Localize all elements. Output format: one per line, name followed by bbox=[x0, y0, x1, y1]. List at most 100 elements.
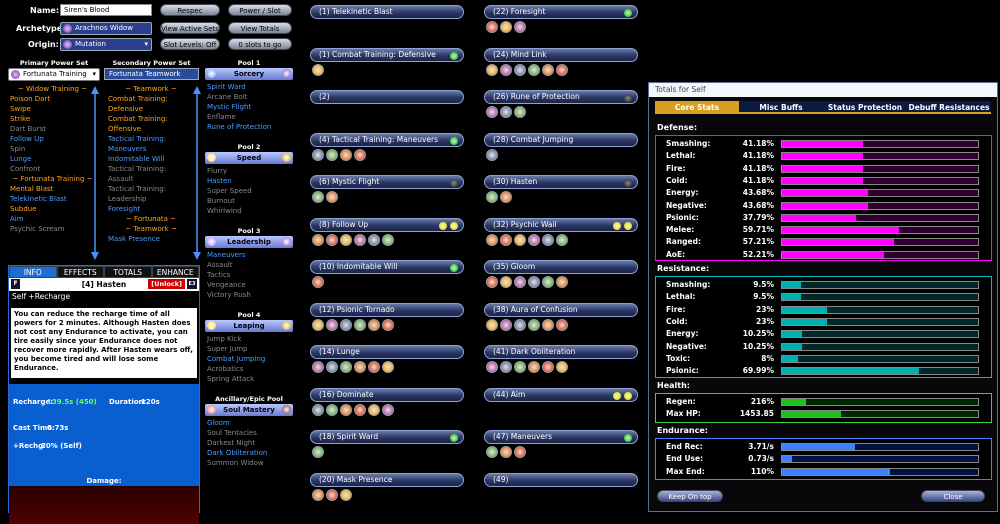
power-bar[interactable]: (24) Mind Link bbox=[484, 47, 638, 62]
slots-to-go-button[interactable]: 0 slots to go bbox=[228, 38, 292, 50]
power-slot-entry[interactable]: (12) Psionic Tornado bbox=[306, 302, 466, 333]
enhancement-icon[interactable] bbox=[556, 318, 568, 331]
enhancement-icon[interactable] bbox=[486, 276, 498, 288]
power-slot-entry[interactable]: (47) Maneuvers bbox=[480, 430, 640, 460]
primary-item[interactable]: Mental Blast bbox=[10, 185, 54, 193]
pool-power-item[interactable]: Arcane Bolt bbox=[207, 93, 248, 101]
toggle-dot-icon[interactable] bbox=[439, 221, 447, 230]
enhancement-icon[interactable] bbox=[312, 361, 324, 373]
power-bar[interactable]: (18) Spirit Ward bbox=[310, 430, 464, 444]
enhancement-icon[interactable] bbox=[542, 63, 554, 76]
pool-selector[interactable]: Sorcery bbox=[205, 68, 293, 80]
power-slot-entry[interactable]: (2) bbox=[306, 90, 466, 120]
toggle-dot-icon[interactable] bbox=[624, 434, 632, 442]
power-bar[interactable]: (1) Combat Training: Defensive bbox=[310, 47, 464, 62]
power-bar[interactable]: (35) Gloom bbox=[484, 260, 638, 274]
toggle-dot-icon[interactable] bbox=[450, 136, 458, 145]
enhancement-icon[interactable] bbox=[312, 446, 324, 458]
origin-dropdown[interactable]: Mutation▾ bbox=[60, 38, 152, 51]
power-bar[interactable]: (1) Telekinetic Blast bbox=[310, 5, 464, 19]
toggle-dot-icon[interactable] bbox=[624, 94, 632, 102]
archetype-dropdown[interactable]: Arachnos Widow bbox=[60, 22, 152, 35]
power-slot-entry[interactable]: (4) Tactical Training: Maneuvers bbox=[306, 132, 466, 163]
enhancement-icon[interactable] bbox=[340, 148, 352, 161]
enhancement-icon[interactable] bbox=[556, 276, 568, 288]
enhancement-icon[interactable] bbox=[486, 106, 498, 118]
totals-tab[interactable]: Debuff Resistances bbox=[908, 103, 990, 112]
pool-power-item[interactable]: Assault bbox=[207, 261, 233, 269]
power-slot-entry[interactable]: (26) Rune of Protection bbox=[480, 90, 640, 120]
secondary-item[interactable]: Tactical Training: bbox=[108, 185, 167, 193]
power-bar[interactable]: (20) Mask Presence bbox=[310, 472, 464, 487]
power-bar[interactable]: (6) Mystic Flight bbox=[310, 175, 464, 189]
enhancement-icon[interactable] bbox=[312, 488, 324, 501]
pool-power-item[interactable]: Summon Widow bbox=[207, 459, 264, 467]
enhancement-icon[interactable] bbox=[500, 361, 512, 373]
power-bar[interactable]: (16) Dominate bbox=[310, 387, 464, 402]
enhancement-icon[interactable] bbox=[486, 191, 498, 203]
enhancement-icon[interactable] bbox=[556, 233, 568, 246]
toggle-dot-icon[interactable] bbox=[624, 9, 632, 17]
pool-power-item[interactable]: Combat Jumping bbox=[207, 355, 266, 363]
secondary-item[interactable]: Tactical Training: bbox=[108, 165, 167, 173]
primary-item[interactable]: ~ Widow Training ~ bbox=[17, 85, 88, 93]
enhancement-icon[interactable] bbox=[500, 233, 512, 246]
enhancement-icon[interactable] bbox=[326, 403, 338, 416]
enhancement-icon[interactable] bbox=[382, 361, 394, 373]
enhancement-icon[interactable] bbox=[514, 106, 526, 118]
power-bar[interactable]: (4) Tactical Training: Maneuvers bbox=[310, 132, 464, 147]
pool-power-item[interactable]: Whirlwind bbox=[207, 207, 242, 215]
power-bar[interactable]: (22) Foresight bbox=[484, 5, 638, 19]
secondary-item[interactable]: Offensive bbox=[108, 125, 142, 133]
power-slot-entry[interactable]: (32) Psychic Wail bbox=[480, 217, 640, 248]
primary-item[interactable]: ~ Fortunata Training ~ bbox=[12, 175, 93, 183]
toggle-dot-icon[interactable] bbox=[450, 264, 458, 272]
secondary-item[interactable]: Leadership bbox=[108, 195, 147, 203]
power-bar[interactable]: (41) Dark Obliteration bbox=[484, 345, 638, 359]
enhancement-icon[interactable] bbox=[528, 233, 540, 246]
enhancement-icon[interactable] bbox=[326, 361, 338, 373]
primary-set-dropdown[interactable]: Fortunata Training▾ bbox=[8, 68, 100, 81]
enhancement-icon[interactable] bbox=[312, 148, 324, 161]
power-slot-entry[interactable]: (35) Gloom bbox=[480, 260, 640, 290]
pool-power-item[interactable]: Acrobatics bbox=[207, 365, 244, 373]
power-slot-entry[interactable]: (1) Combat Training: Defensive bbox=[306, 47, 466, 78]
secondary-item[interactable]: Combat Training: bbox=[108, 115, 168, 123]
view-totals-button[interactable]: View Totals bbox=[228, 22, 292, 34]
pool-power-item[interactable]: Mystic Flight bbox=[207, 103, 252, 111]
toggle-dot-icon[interactable] bbox=[613, 391, 621, 400]
enhancement-icon[interactable] bbox=[500, 21, 512, 33]
power-bar[interactable]: (47) Maneuvers bbox=[484, 430, 638, 444]
name-input[interactable]: Siren's Blood bbox=[60, 4, 152, 16]
enhancement-icon[interactable] bbox=[486, 148, 498, 161]
enhancement-icon[interactable] bbox=[354, 233, 366, 246]
info-tab-effects[interactable]: EFFECTS bbox=[56, 266, 104, 278]
power-slot-entry[interactable]: (16) Dominate bbox=[306, 387, 466, 418]
power-bar[interactable]: (14) Lunge bbox=[310, 345, 464, 359]
enhancement-icon[interactable] bbox=[326, 488, 338, 501]
totals-tab[interactable]: Core Stats bbox=[655, 101, 739, 112]
toggle-dot-icon[interactable] bbox=[624, 221, 632, 230]
enhancement-icon[interactable] bbox=[368, 233, 380, 246]
secondary-item[interactable]: Mask Presence bbox=[108, 235, 160, 243]
enhancement-icon[interactable] bbox=[312, 233, 324, 246]
enhancement-icon[interactable] bbox=[340, 403, 352, 416]
enhancement-icon[interactable] bbox=[312, 318, 324, 331]
primary-item[interactable]: Lunge bbox=[10, 155, 32, 163]
enhancement-icon[interactable] bbox=[500, 106, 512, 118]
pool-selector[interactable]: Leadership bbox=[205, 236, 293, 248]
enhancement-icon[interactable] bbox=[486, 361, 498, 373]
pool-power-item[interactable]: Spring Attack bbox=[207, 375, 255, 383]
enhancement-icon[interactable] bbox=[542, 361, 554, 373]
enhancement-icon[interactable] bbox=[312, 403, 324, 416]
enhancement-icon[interactable] bbox=[354, 361, 366, 373]
totals-tab[interactable]: Status Protection bbox=[827, 103, 903, 112]
enhancement-icon[interactable] bbox=[514, 361, 526, 373]
primary-item[interactable]: Dart Burst bbox=[10, 125, 47, 133]
power-slot-button[interactable]: Power / Slot bbox=[228, 4, 292, 16]
pool-power-item[interactable]: Spirit Ward bbox=[207, 83, 246, 91]
toggle-dot-icon[interactable] bbox=[613, 221, 621, 230]
enhancement-icon[interactable] bbox=[312, 63, 324, 76]
primary-item[interactable]: Confront bbox=[10, 165, 41, 173]
power-bar[interactable]: (2) bbox=[310, 90, 464, 104]
